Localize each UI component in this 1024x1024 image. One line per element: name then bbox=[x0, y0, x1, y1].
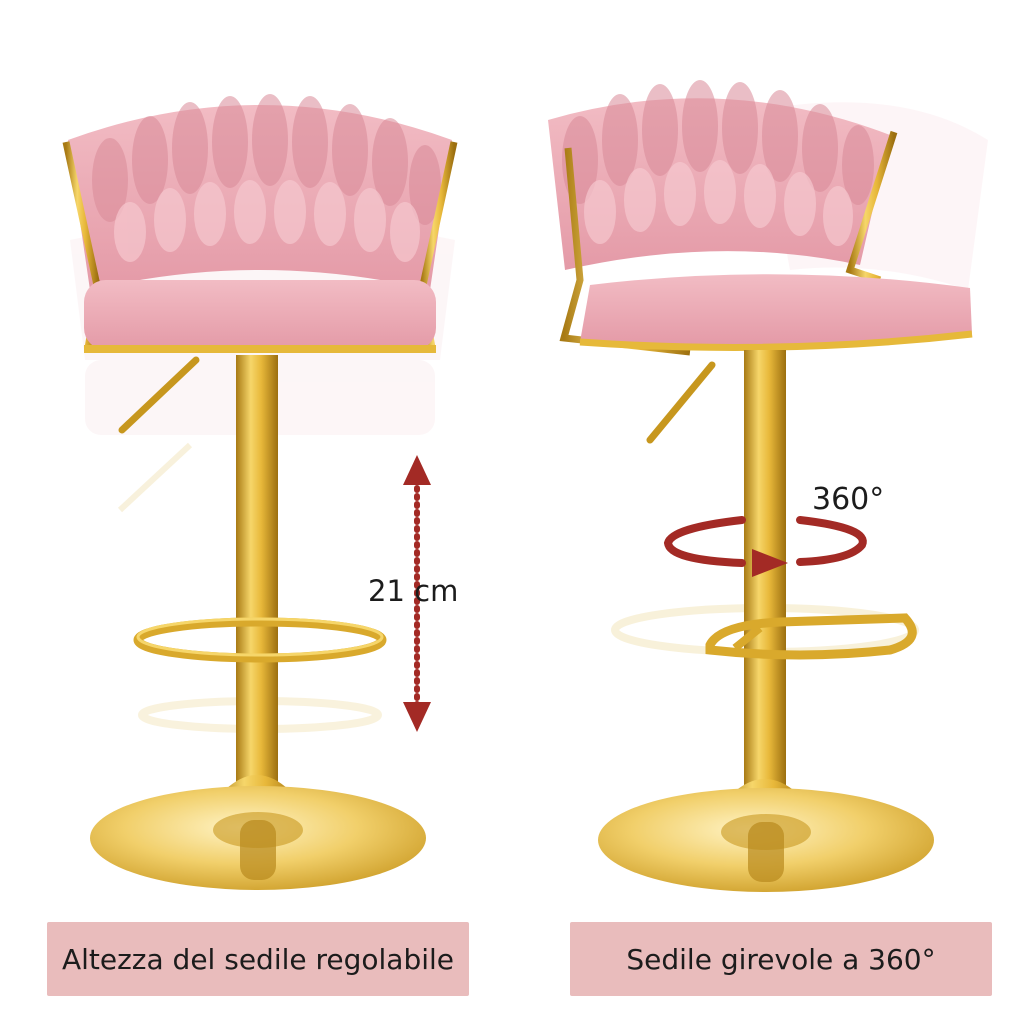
backrest-woven bbox=[548, 80, 890, 271]
swivel-annotation: 360° bbox=[812, 482, 885, 517]
height-annotation: 21 cm bbox=[368, 574, 459, 608]
height-arrow bbox=[403, 455, 431, 732]
backrest-woven bbox=[68, 94, 452, 290]
disc-base bbox=[90, 775, 426, 890]
footrest-ring bbox=[133, 617, 387, 663]
caption-text: Altezza del sedile regolabile bbox=[61, 942, 455, 976]
caption-text: Sedile girevole a 360° bbox=[626, 942, 936, 976]
gas-column bbox=[236, 355, 278, 785]
caption-adjustable-height: Altezza del sedile regolabile bbox=[47, 922, 469, 996]
frame-right bbox=[845, 130, 898, 284]
swivel-arrow bbox=[663, 516, 867, 577]
disc-base bbox=[598, 779, 934, 892]
footrest-ring bbox=[705, 613, 917, 660]
seat-cushion bbox=[84, 280, 436, 350]
caption-swivel-seat: Sedile girevole a 360° bbox=[570, 922, 992, 996]
seat-cushion bbox=[580, 274, 972, 346]
height-lever bbox=[646, 361, 716, 444]
stool-right bbox=[548, 80, 988, 892]
height-lever bbox=[118, 356, 200, 434]
stool-left bbox=[62, 94, 458, 890]
